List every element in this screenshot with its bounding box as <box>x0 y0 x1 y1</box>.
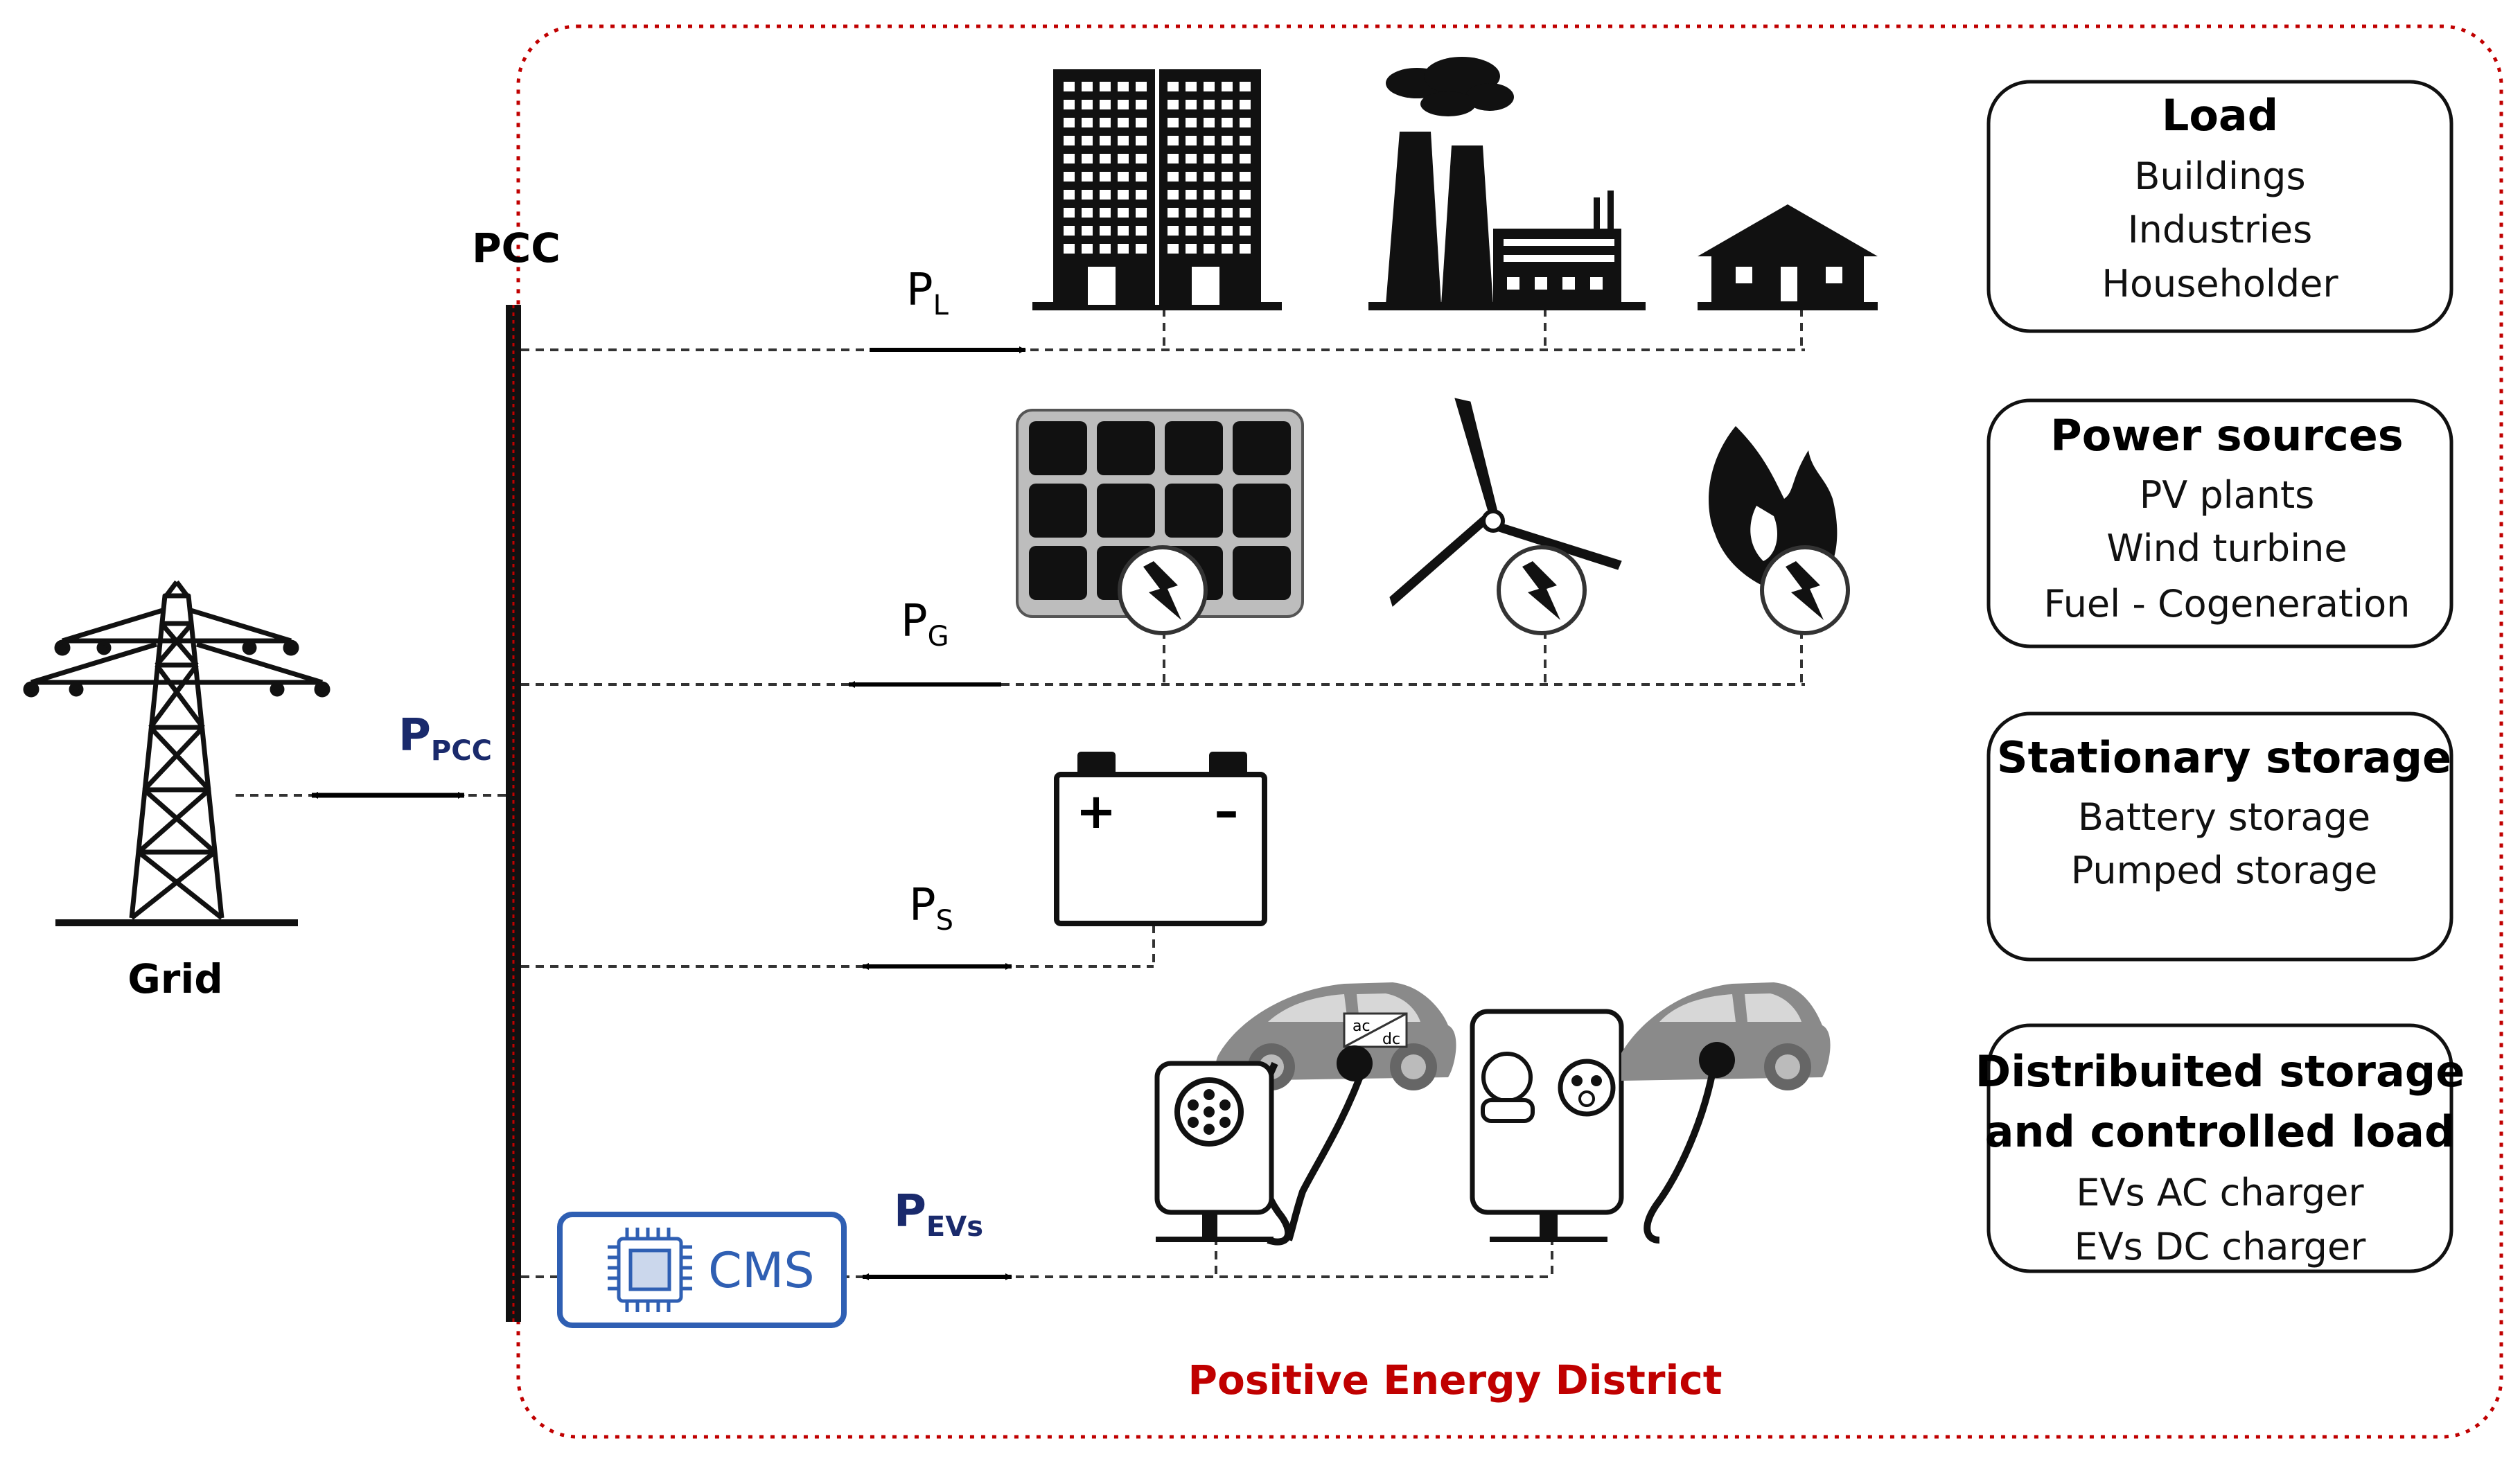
power-sources-info-box: Power sources PV plants Wind turbine Fue… <box>1986 398 2453 648</box>
district-label: Positive Energy District <box>1188 1356 1722 1404</box>
cms-label: CMS <box>708 1242 815 1299</box>
wind-bolt-icon <box>1497 545 1587 635</box>
ev-car-dc-icon <box>1621 982 1831 1244</box>
load-info-box: Load Buildings Industries Householder <box>1986 80 2453 333</box>
ev-car-ac-icon: ac dc <box>1216 982 1456 1090</box>
district-boundary <box>516 24 2503 1439</box>
dc-label: dc <box>1382 1031 1400 1048</box>
power-box-item: PV plants <box>2140 473 2315 517</box>
transmission-tower-icon <box>23 580 331 926</box>
factory-icon <box>1368 57 1646 310</box>
storage-flow-label: PS <box>909 880 953 937</box>
generation-flow-label: PG <box>901 596 949 653</box>
distributed-box-item: EVs AC charger <box>2076 1171 2364 1214</box>
power-box-item: Fuel - Cogeneration <box>2044 582 2411 626</box>
load-box-item: Industries <box>2128 208 2313 251</box>
load-box-title: Load <box>2162 90 2278 141</box>
distributed-box-item: EVs DC charger <box>2074 1225 2367 1268</box>
load-box-item: Buildings <box>2134 154 2305 198</box>
ac-charger-icon <box>1154 1045 1373 1246</box>
stationary-storage-info-box: Stationary storage Battery storage Pumpe… <box>1986 711 2453 962</box>
power-box-title: Power sources <box>2050 410 2403 461</box>
pcc-bus <box>506 305 521 1322</box>
grid-label: Grid <box>127 955 223 1002</box>
cms-box[interactable]: CMS <box>557 1212 847 1328</box>
battery-plus: + <box>1076 783 1117 840</box>
power-box-item: Wind turbine <box>2106 527 2347 570</box>
pv-bolt-icon <box>1118 545 1208 635</box>
battery-minus: – <box>1215 783 1239 840</box>
chip-icon <box>608 1228 692 1312</box>
pcc-label: PCC <box>472 224 561 272</box>
distributed-storage-info-box: Distribuited storage and controlled load… <box>1975 1023 2465 1273</box>
load-box-item: Householder <box>2102 262 2338 306</box>
stationary-box-item: Pumped storage <box>2071 849 2378 892</box>
dc-charger-icon <box>1470 1009 1624 1242</box>
distributed-box-title: Distribuited storage <box>1975 1046 2465 1097</box>
fuel-bolt-icon <box>1760 545 1850 635</box>
building-icon <box>1032 69 1282 310</box>
wind-turbine-icon <box>1389 398 1622 607</box>
distributed-box-title-line2: and controlled load <box>1985 1106 2456 1157</box>
pcc-flow-label: PPCC <box>398 710 492 767</box>
ac-label: ac <box>1352 1018 1371 1035</box>
house-icon <box>1698 204 1878 310</box>
load-flow-label: PL <box>906 265 949 321</box>
battery-icon: + – <box>1054 752 1267 926</box>
stationary-box-title: Stationary storage <box>1997 732 2451 783</box>
stationary-box-item: Battery storage <box>2078 795 2370 839</box>
evs-flow-label: PEVs <box>894 1186 983 1243</box>
